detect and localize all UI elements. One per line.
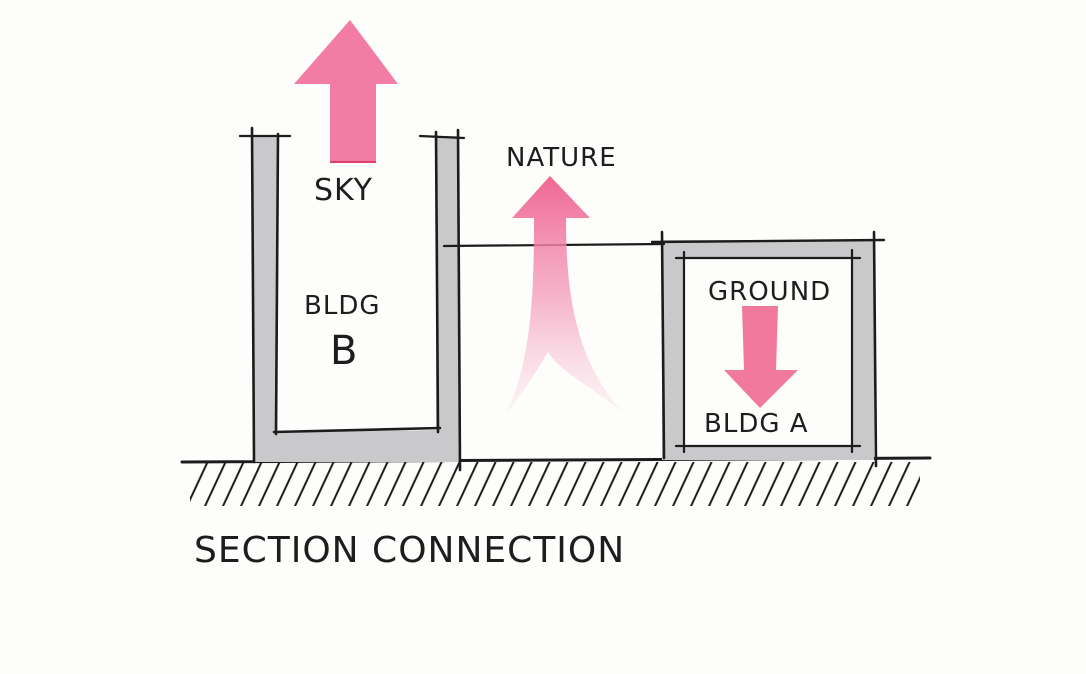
nature-arrow-icon <box>506 176 624 414</box>
building-b <box>238 126 466 472</box>
ground-label: GROUND <box>708 277 831 307</box>
bldg-b-label-line1: BLDG <box>304 291 381 321</box>
caption: SECTION CONNECTION <box>194 530 625 571</box>
sky-label: SKY <box>314 173 373 208</box>
ground-arrow-icon <box>724 306 798 408</box>
ground-line <box>180 456 932 506</box>
bldg-b-label-line2: B <box>330 328 358 374</box>
nature-label: NATURE <box>506 143 617 173</box>
bldg-a-label: BLDG A <box>704 409 809 439</box>
sky-arrow-icon <box>294 20 398 163</box>
